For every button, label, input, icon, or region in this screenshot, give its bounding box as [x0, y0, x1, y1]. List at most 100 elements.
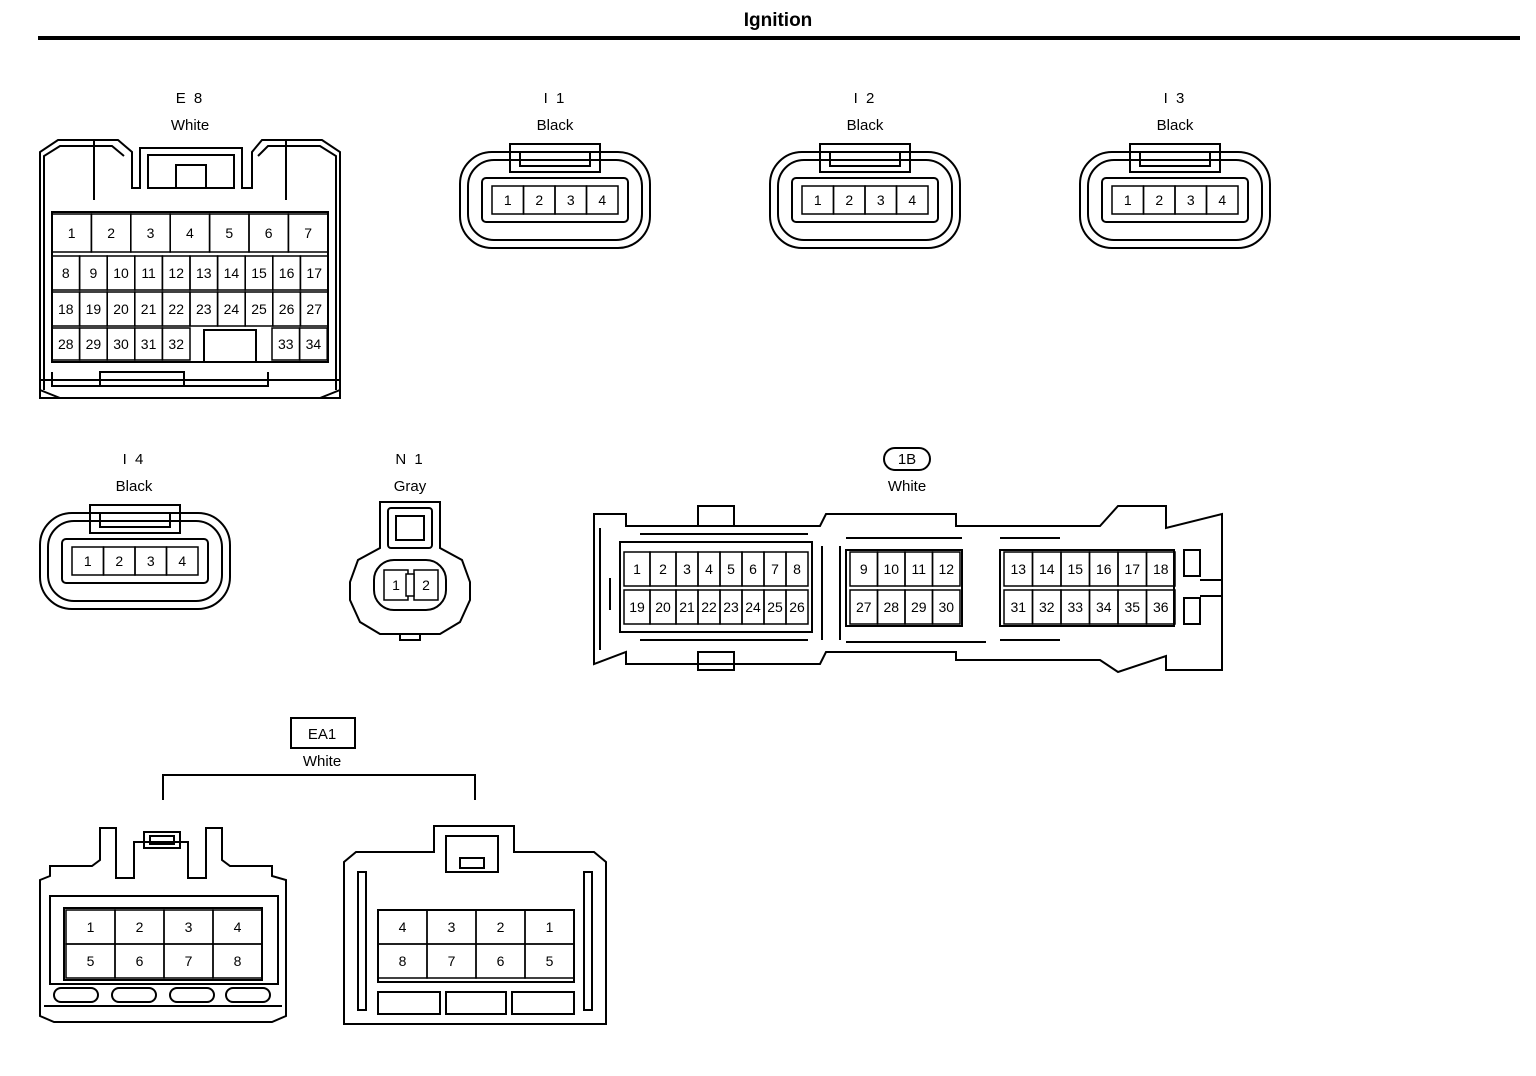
ea1-right-pin-6: 6	[475, 943, 526, 979]
pin-number: 8	[793, 561, 801, 577]
pin-number: 32	[1039, 599, 1055, 615]
pin-number: 15	[1067, 561, 1083, 577]
pin-number: 3	[567, 192, 575, 208]
e8-pin-2: 2	[90, 213, 132, 253]
1b-pin-22: 22	[697, 589, 721, 625]
e8-pin-23: 23	[189, 291, 219, 327]
e8-pin-27: 27	[299, 291, 329, 327]
pin-number: 2	[422, 577, 430, 593]
pin-number: 5	[546, 953, 554, 969]
1b-pin-29: 29	[904, 589, 934, 625]
1b-pin-13: 13	[1003, 551, 1034, 587]
pin-number: 19	[86, 301, 102, 317]
e8-pin-9: 9	[78, 255, 108, 291]
pin-number: 9	[90, 265, 98, 281]
pin-number: 25	[251, 301, 267, 317]
pin-number: 25	[767, 599, 783, 615]
pin-number: 6	[265, 225, 273, 241]
connector-i3-id: I 3	[1163, 90, 1187, 107]
connector-ea1-bracket	[162, 717, 476, 800]
pin-number: 33	[1067, 599, 1083, 615]
e8-pin-17: 17	[299, 255, 329, 291]
e8-pin-16: 16	[272, 255, 302, 291]
i1-pin-3: 3	[554, 185, 588, 215]
pin-number: 20	[113, 301, 129, 317]
e8-pin-8: 8	[51, 255, 81, 291]
1b-pin-30: 30	[931, 589, 961, 625]
n1-pin-2: 2	[413, 569, 439, 601]
1b-pin-4: 4	[697, 551, 721, 587]
connector-1b-color: White	[887, 478, 927, 495]
1b-pin-15: 15	[1060, 551, 1091, 587]
pin-number: 8	[399, 953, 407, 969]
pin-number: 7	[771, 561, 779, 577]
ea1-left-pin-4: 4	[212, 909, 263, 945]
e8-pin-14: 14	[216, 255, 246, 291]
connector-i3-housing	[1079, 143, 1271, 249]
pin-number: 1	[633, 561, 641, 577]
pin-number: 6	[497, 953, 505, 969]
pin-number: 4	[908, 192, 916, 208]
connector-e8-housing	[39, 139, 341, 399]
e8-pin-5: 5	[208, 213, 250, 253]
1b-pin-33: 33	[1060, 589, 1091, 625]
1b-pin-1: 1	[623, 551, 651, 587]
pin-number: 16	[1096, 561, 1112, 577]
pin-number: 1	[84, 553, 92, 569]
e8-pin-1: 1	[51, 213, 93, 253]
pin-number: 9	[860, 561, 868, 577]
pin-number: 36	[1153, 599, 1169, 615]
1b-pin-8: 8	[785, 551, 809, 587]
1b-pin-17: 17	[1117, 551, 1148, 587]
ea1-right-pin-3: 3	[426, 909, 477, 945]
connector-i2-color: Black	[846, 117, 884, 134]
pin-number: 26	[789, 599, 805, 615]
pin-number: 26	[279, 301, 295, 317]
pin-number: 31	[1010, 599, 1026, 615]
pin-number: 18	[1153, 561, 1169, 577]
1b-pin-18: 18	[1145, 551, 1176, 587]
pin-number: 4	[705, 561, 713, 577]
connector-i2-housing	[769, 143, 961, 249]
pin-number: 12	[168, 265, 184, 281]
pin-number: 11	[911, 561, 926, 577]
1b-pin-19: 19	[623, 589, 651, 625]
pin-number: 34	[306, 336, 322, 352]
e8-pin-3: 3	[130, 213, 171, 253]
pin-number: 33	[278, 336, 294, 352]
pin-number: 10	[113, 265, 129, 281]
pin-number: 6	[749, 561, 757, 577]
1b-pin-3: 3	[675, 551, 699, 587]
connector-ea1-id: EA1	[307, 726, 337, 743]
connector-i4-id: I 4	[122, 451, 146, 468]
e8-pin-29: 29	[78, 327, 108, 361]
pin-number: 7	[185, 953, 193, 969]
pin-number: 2	[107, 225, 115, 241]
e8-pin-15: 15	[244, 255, 274, 291]
pin-number: 8	[234, 953, 242, 969]
pin-number: 21	[679, 599, 695, 615]
1b-pin-34: 34	[1088, 589, 1119, 625]
1b-pin-20: 20	[649, 589, 677, 625]
connector-i1-color: Black	[536, 117, 574, 134]
1b-pin-36: 36	[1145, 589, 1176, 625]
1b-pin-35: 35	[1117, 589, 1148, 625]
pin-number: 23	[196, 301, 212, 317]
pin-number: 5	[727, 561, 735, 577]
pin-number: 7	[304, 225, 312, 241]
pin-number: 1	[392, 577, 400, 593]
1b-pin-9: 9	[849, 551, 879, 587]
1b-pin-14: 14	[1031, 551, 1062, 587]
pin-number: 20	[655, 599, 671, 615]
pin-number: 23	[723, 599, 739, 615]
1b-pin-6: 6	[741, 551, 765, 587]
connector-i1-housing	[459, 143, 651, 249]
1b-pin-25: 25	[763, 589, 787, 625]
pin-number: 2	[1155, 192, 1163, 208]
i1-pin-4: 4	[585, 185, 619, 215]
pin-number: 24	[745, 599, 761, 615]
connector-1b-id-badge	[883, 447, 931, 471]
connector-n1-id: N 1	[395, 451, 425, 468]
pin-number: 13	[1010, 561, 1026, 577]
